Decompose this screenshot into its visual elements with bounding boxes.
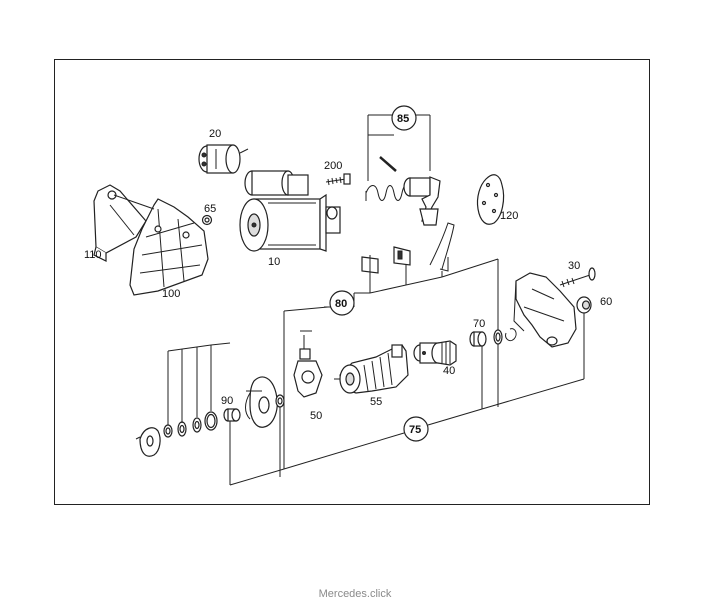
label-40: 40 — [443, 365, 455, 377]
part-end-cap — [135, 427, 161, 457]
part-bushing-70 — [469, 331, 487, 347]
part-nut-65 — [201, 214, 213, 226]
label-200: 200 — [324, 160, 342, 172]
part-armature-55 — [334, 344, 409, 394]
part-circlip — [505, 328, 517, 342]
callout-75 — [403, 416, 429, 442]
part-oring — [204, 411, 218, 431]
label-100: 100 — [162, 288, 180, 300]
label-110: 110 — [84, 249, 102, 261]
part-screw-30 — [559, 267, 596, 288]
part-spring — [365, 185, 411, 201]
label-70: 70 — [473, 318, 485, 330]
bracket-85 — [367, 114, 431, 181]
label-20: 20 — [209, 128, 221, 140]
label-80: 80 — [335, 298, 347, 310]
part-washer-c — [192, 417, 202, 433]
part-washer-b — [177, 421, 187, 437]
part-solenoid-20 — [198, 144, 249, 174]
label-50: 50 — [310, 410, 322, 422]
starter-exploded-diagram: 20 200 10 110 — [84, 105, 612, 486]
part-pinion-40 — [413, 340, 457, 366]
callout-85 — [391, 105, 417, 131]
part-seal-plate-120 — [476, 174, 505, 225]
label-90: 90 — [221, 395, 233, 407]
footer-watermark: Mercedes.click — [318, 588, 392, 600]
part-screw-200 — [325, 173, 351, 186]
label-120: 120 — [500, 210, 518, 222]
label-75: 75 — [409, 424, 421, 436]
part-drive-housing — [513, 272, 577, 348]
part-starter-motor-10 — [239, 170, 341, 252]
part-engaging-lever — [403, 176, 441, 226]
part-washer-a — [163, 424, 173, 438]
part-clip-lever — [429, 222, 455, 272]
part-pin — [379, 156, 397, 172]
callout-80 — [329, 290, 355, 316]
bracket-75 — [167, 313, 585, 486]
label-10: 10 — [268, 256, 280, 268]
label-60: 60 — [600, 296, 612, 308]
part-bearing-90 — [223, 408, 241, 422]
label-55: 55 — [370, 396, 382, 408]
part-commutator-end-shield — [245, 376, 278, 428]
part-washer-70b — [493, 329, 503, 345]
part-brush-small-2 — [393, 246, 411, 266]
label-85: 85 — [397, 113, 409, 125]
label-30: 30 — [568, 260, 580, 272]
part-brush-holder-50 — [293, 330, 323, 398]
part-bush-small — [275, 394, 285, 408]
part-nut-60 — [576, 296, 592, 314]
part-heat-shield-100 — [113, 194, 209, 296]
part-brush-holder-small — [361, 255, 379, 274]
label-65: 65 — [204, 203, 216, 215]
